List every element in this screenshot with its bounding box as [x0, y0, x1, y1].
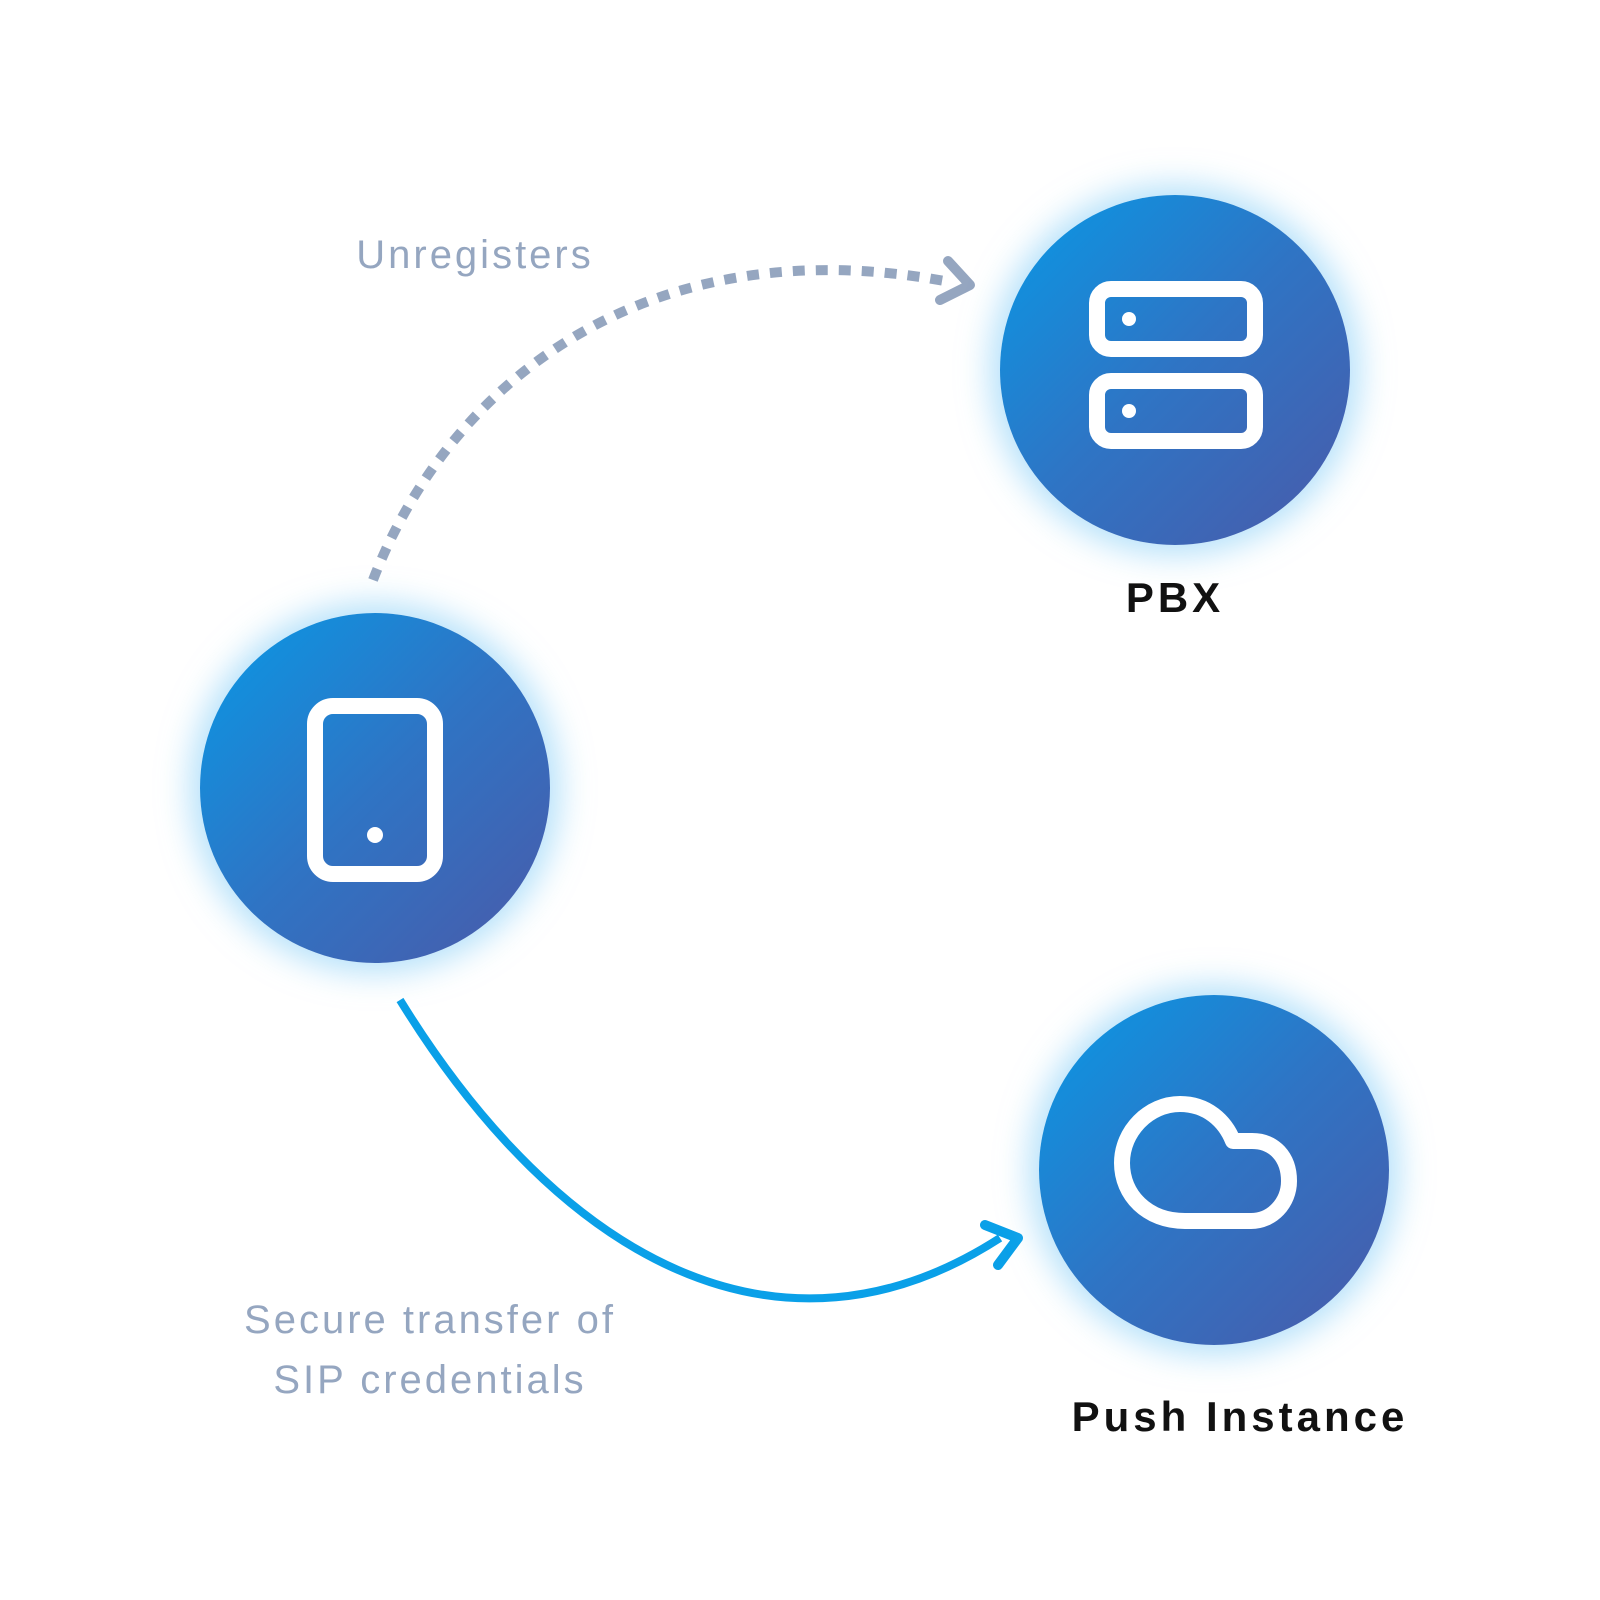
smartphone-icon [307, 698, 443, 882]
phone-node [200, 613, 550, 963]
pbx-label: PBX [1125, 574, 1225, 621]
secure-transfer-arrowhead [980, 1220, 1023, 1270]
secure-transfer-label-line2: SIP credentials [273, 1358, 587, 1402]
cloud-icon [1114, 1096, 1297, 1229]
unregisters-arrow [368, 265, 951, 582]
secure-transfer-label-line1: Secure transfer of [244, 1298, 616, 1342]
secure-transfer-label: Secure transfer of SIP credentials [205, 1290, 655, 1410]
secure-transfer-arrow [396, 997, 1003, 1303]
push-instance-node [1039, 995, 1389, 1345]
unregisters-arrowhead [935, 256, 975, 305]
pbx-node [1000, 195, 1350, 545]
push-instance-label: Push Instance [1071, 1393, 1409, 1440]
server-icon [1089, 281, 1263, 449]
unregisters-label: Unregisters [356, 233, 594, 277]
